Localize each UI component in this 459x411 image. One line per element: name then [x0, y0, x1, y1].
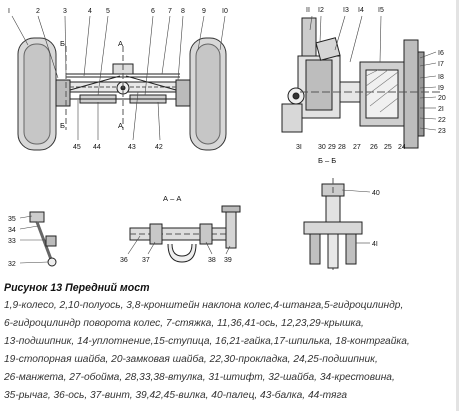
callout-29: 29 — [328, 144, 336, 151]
callout-17: I7 — [438, 61, 444, 68]
callout-35: 35 — [8, 216, 16, 223]
caption-line: 6-гидроцилиндр поворота колес, 7-стяжка,… — [4, 318, 364, 329]
callout-24: 24 — [398, 144, 406, 151]
caption-line: 1,9-колесо, 2,10-полуось, 3,8-кронштейн … — [4, 300, 404, 311]
callout-25: 25 — [384, 144, 392, 151]
lever-view — [19, 211, 57, 267]
caption-line: 13-подшипник, 14-уплотнение,15-ступица, … — [4, 336, 410, 347]
section-a-top: А — [118, 39, 123, 48]
callout-34: 34 — [8, 227, 16, 234]
section-aa-view — [127, 205, 241, 263]
callout-21: 2I — [438, 106, 444, 113]
callout-20: 20 — [438, 95, 446, 102]
section-b-top: Б — [60, 39, 65, 48]
callout-45: 45 — [73, 144, 81, 151]
callout-39: 39 — [224, 257, 232, 264]
callout-11: II — [306, 7, 310, 14]
section-aa-label: А – А — [163, 194, 181, 203]
callout-4: 4 — [88, 8, 92, 15]
callout-41: 4I — [372, 241, 378, 248]
caption-line: 26-манжета, 27-обойма, 28,33,38-втулка, … — [4, 372, 395, 383]
callout-38: 38 — [208, 257, 216, 264]
section-bb-label: Б – Б — [318, 156, 336, 165]
callout-30: 30 — [318, 144, 326, 151]
callout-28: 28 — [338, 144, 346, 151]
callout-16: I6 — [438, 50, 444, 57]
callout-2: 2 — [36, 8, 40, 15]
callout-27: 27 — [353, 144, 361, 151]
front-axle-view — [11, 15, 227, 151]
callout-22: 22 — [438, 117, 446, 124]
callout-5: 5 — [106, 8, 110, 15]
callout-44: 44 — [93, 144, 101, 151]
callout-42: 42 — [155, 144, 163, 151]
callout-10: I0 — [222, 8, 228, 15]
callout-26: 26 — [370, 144, 378, 151]
callout-6: 6 — [151, 8, 155, 15]
callout-13: I3 — [343, 7, 349, 14]
callout-37: 37 — [142, 257, 150, 264]
technical-drawing: I 2 3 4 5 6 7 8 9 I0 45 44 43 42 Б Б А А — [8, 7, 446, 270]
caption-title: Рисунок 13 Передний мост — [4, 282, 150, 294]
callout-12: I2 — [318, 7, 324, 14]
callout-9: 9 — [202, 8, 206, 15]
section-bb-view — [303, 178, 371, 270]
callout-33: 33 — [8, 238, 16, 245]
callout-15: I5 — [378, 7, 384, 14]
callout-19: I9 — [438, 85, 444, 92]
caption-line: 19-стопорная шайба, 20-замковая шайба, 2… — [4, 354, 378, 365]
hub-assembly-view — [281, 15, 440, 149]
caption-line: 35-рычаг, 36-ось, 37-винт, 39,42,45-вилк… — [4, 390, 348, 401]
callout-3: 3 — [63, 8, 67, 15]
callout-31: 3I — [296, 144, 302, 151]
callout-14: I4 — [358, 7, 364, 14]
section-a-bottom: А — [118, 121, 123, 130]
callout-18: I8 — [438, 74, 444, 81]
figure-caption: Рисунок 13 Передний мост 1,9-колесо, 2,1… — [4, 279, 452, 405]
callout-1: I — [8, 8, 10, 15]
callout-8: 8 — [181, 8, 185, 15]
callout-23: 23 — [438, 128, 446, 135]
section-b-bottom: Б — [60, 121, 65, 130]
callout-40: 40 — [372, 190, 380, 197]
callout-7: 7 — [168, 8, 172, 15]
callout-36: 36 — [120, 257, 128, 264]
callout-43: 43 — [128, 144, 136, 151]
callout-32: 32 — [8, 261, 16, 268]
